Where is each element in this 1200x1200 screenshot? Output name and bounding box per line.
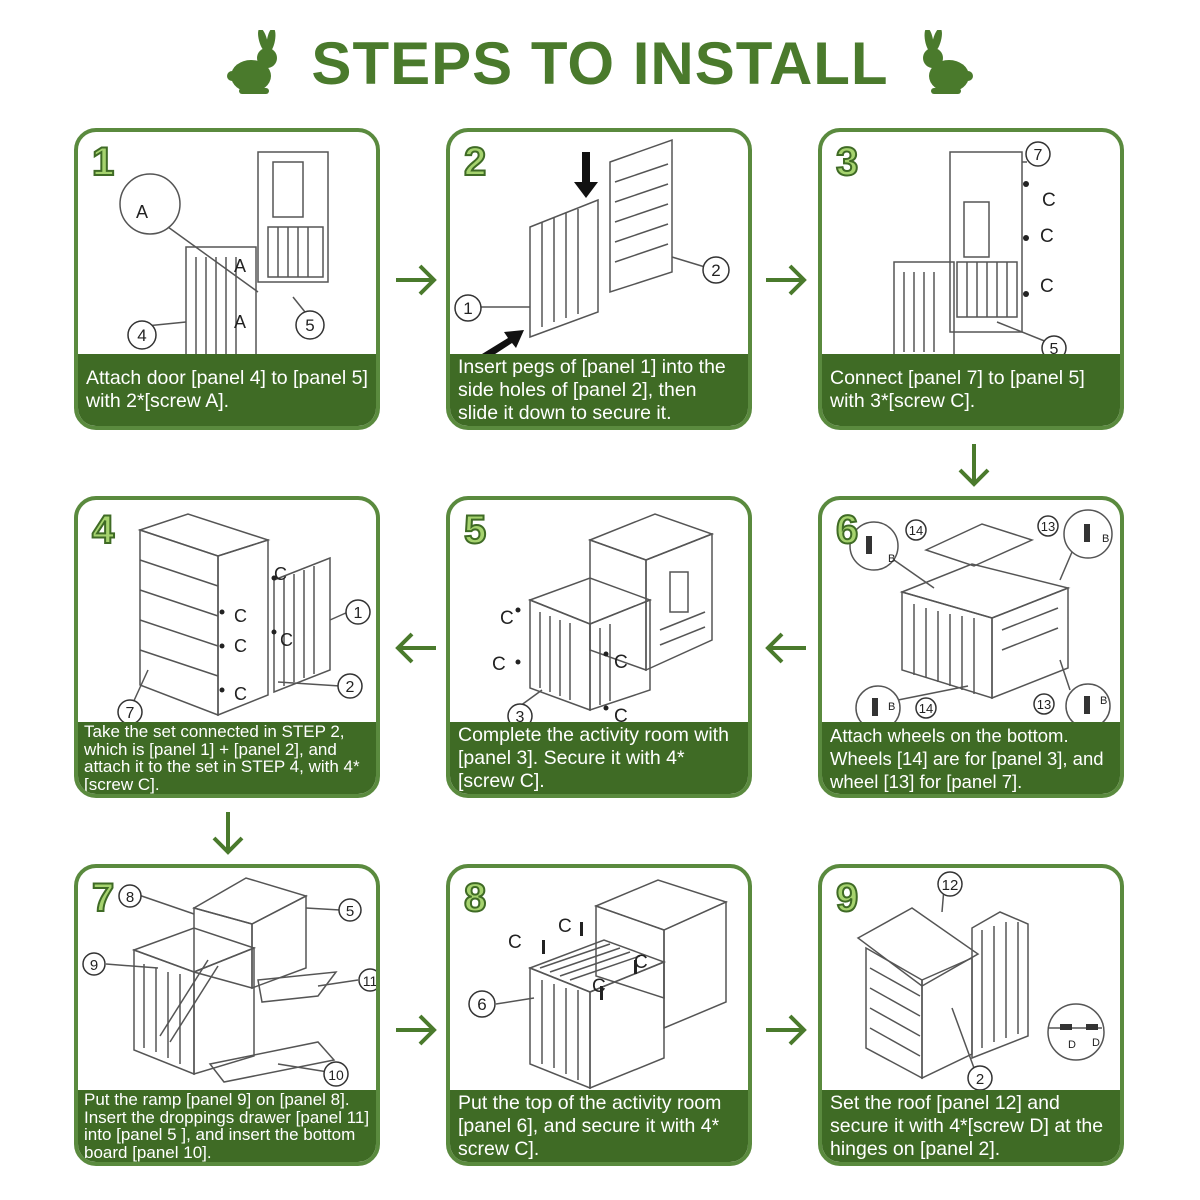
step-label: 9 xyxy=(90,957,98,974)
step-label: 14 xyxy=(919,701,933,716)
step-label: C xyxy=(558,916,572,937)
arrow-right-icon xyxy=(766,264,807,296)
step-caption: Put the top of the activity room [panel … xyxy=(450,1090,748,1162)
step-number: 2 xyxy=(463,139,487,185)
step-card-6: 6 14 B 13 B 14 xyxy=(818,496,1124,798)
step-card-7: 7 8 5 9 11 10 Put the ram xyxy=(74,864,380,1166)
step-label: 14 xyxy=(909,523,923,538)
step-illustration: C C C C 6 xyxy=(468,879,729,1090)
step-label: C xyxy=(1040,276,1054,297)
step-label: C xyxy=(1042,190,1056,211)
step-caption: Complete the activity room with [panel 3… xyxy=(450,722,748,794)
step-label: A xyxy=(136,202,148,222)
step-label: 1 xyxy=(463,299,472,318)
step-caption: Attach door [panel 4] to [panel 5] with … xyxy=(78,354,376,426)
step-label: A xyxy=(234,312,246,332)
step-label: 7 xyxy=(1034,147,1043,164)
step-label: B xyxy=(888,553,895,565)
step-label: 2 xyxy=(346,679,355,696)
step-label: 13 xyxy=(1041,519,1055,534)
header: STEPS TO INSTALL xyxy=(0,28,1200,98)
step-number: 8 xyxy=(463,875,487,921)
step-card-9: 9 12 D D 2 Set the roof [panel 12] and s… xyxy=(818,864,1124,1166)
arrow-up-icon xyxy=(482,330,524,360)
step-number: 7 xyxy=(91,875,115,921)
step-caption: Connect [panel 7] to [panel 5] with 3*[s… xyxy=(822,354,1120,426)
step-label: B xyxy=(1100,695,1107,707)
step-label: 12 xyxy=(942,877,959,894)
step-label: C xyxy=(234,636,247,656)
step-label: C xyxy=(614,706,628,727)
arrow-left-icon xyxy=(395,632,436,664)
step-label: C xyxy=(274,564,287,584)
arrow-right-icon xyxy=(396,264,437,296)
step-number: 1 xyxy=(91,139,115,185)
step-illustration: 7 C C C 5 xyxy=(893,141,1067,361)
step-illustration: C C C C C 1 2 7 xyxy=(117,513,371,725)
step-label: 2 xyxy=(711,261,720,280)
step-card-1: 1 A A A 4 5 Attach door [panel 4] to [pa… xyxy=(74,128,380,430)
step-label: 10 xyxy=(328,1067,344,1083)
step-label: 8 xyxy=(126,889,134,906)
step-label: C xyxy=(634,952,648,973)
step-number: 6 xyxy=(835,507,859,553)
step-label: 13 xyxy=(1037,697,1051,712)
step-label: C xyxy=(500,608,514,629)
step-illustration: 12 D D 2 xyxy=(856,871,1105,1091)
step-illustration: 14 B 13 B 14 B 13 B xyxy=(849,509,1113,731)
step-label: C xyxy=(234,684,247,704)
step-caption: Insert pegs of [panel 1] into the side h… xyxy=(450,354,748,426)
step-label: C xyxy=(234,606,247,626)
step-card-5: 5 C C C C 3 Complete the activity room w… xyxy=(446,496,752,798)
step-number: 9 xyxy=(835,875,859,921)
step-label: 5 xyxy=(1050,341,1059,358)
step-card-8: 8 C C C C 6 Put the top of the activity … xyxy=(446,864,752,1166)
step-number: 4 xyxy=(91,507,115,553)
step-label: C xyxy=(492,654,506,675)
step-caption: Put the ramp [panel 9] on [panel 8]. Ins… xyxy=(78,1090,376,1162)
step-number: 5 xyxy=(463,507,487,553)
step-label: 3 xyxy=(516,709,525,726)
step-label: B xyxy=(888,701,895,713)
step-label: C xyxy=(280,630,293,650)
rabbit-icon xyxy=(227,30,278,94)
step-illustration: 2 1 xyxy=(454,138,730,360)
step-label: D xyxy=(1068,1039,1076,1051)
step-label: 5 xyxy=(305,316,314,335)
arrow-down-icon xyxy=(958,444,990,487)
arrow-down-icon xyxy=(212,812,244,855)
step-label: 6 xyxy=(477,995,486,1014)
step-label: 4 xyxy=(137,326,146,345)
step-caption: Set the roof [panel 12] and secure it wi… xyxy=(822,1090,1120,1162)
step-illustration: A A A 4 5 xyxy=(119,151,329,363)
step-label: C xyxy=(1040,226,1054,247)
step-label: C xyxy=(592,976,606,997)
step-label: 7 xyxy=(126,705,135,722)
step-caption: Take the set connected in STEP 2, which … xyxy=(78,722,376,794)
step-label: 2 xyxy=(976,1071,984,1088)
step-illustration: C C C C 3 xyxy=(492,513,715,729)
step-label: B xyxy=(1102,533,1109,545)
arrow-down-icon xyxy=(574,152,598,198)
step-label: D xyxy=(1092,1037,1100,1049)
page-title: STEPS TO INSTALL xyxy=(311,29,889,97)
step-card-4: 4 C C C C C 1 2 7 Take the set con xyxy=(74,496,380,798)
arrow-right-icon xyxy=(396,1014,437,1046)
step-label: C xyxy=(614,652,628,673)
rabbit-icon xyxy=(922,30,973,94)
step-label: 1 xyxy=(354,605,363,622)
step-card-2: 2 2 1 Insert pegs of [panel 1] into the … xyxy=(446,128,752,430)
step-label: 11 xyxy=(363,973,376,989)
arrow-left-icon xyxy=(765,632,806,664)
step-label: 5 xyxy=(346,903,354,920)
step-number: 3 xyxy=(835,139,859,185)
step-card-3: 3 7 C C C 5 Connect [panel 7] to [panel … xyxy=(818,128,1124,430)
arrow-right-icon xyxy=(766,1014,807,1046)
step-caption: Attach wheels on the bottom. Wheels [14]… xyxy=(822,722,1120,794)
step-label: A xyxy=(234,256,246,276)
step-illustration: 8 5 9 11 10 xyxy=(82,877,376,1087)
step-label: C xyxy=(508,932,522,953)
